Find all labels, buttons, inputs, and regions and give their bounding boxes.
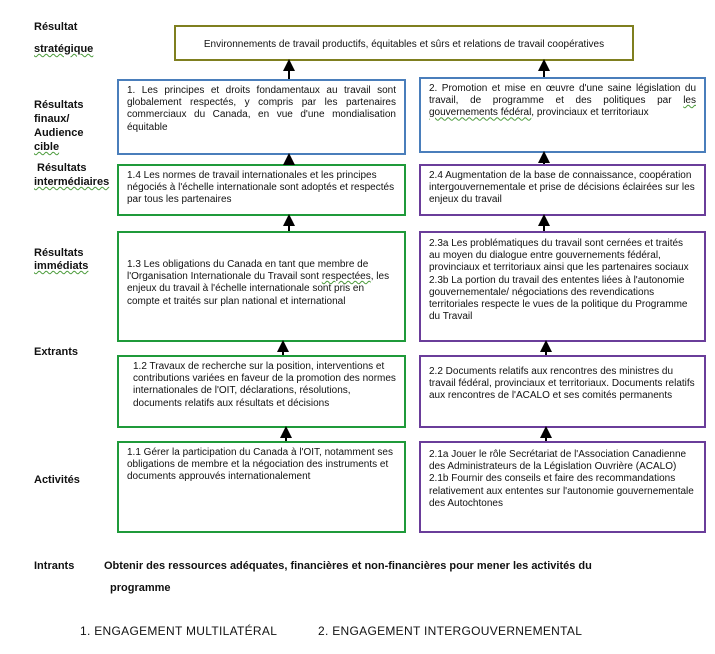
box-strategic-text: Environnements de travail productifs, éq… (203, 39, 605, 50)
label-intermediate-line2: intermédiaires (34, 176, 110, 188)
label-final-line1: Résultats (34, 99, 84, 111)
footer-multilateral: 1. ENGAGEMENT MULTILATÉRAL (80, 624, 278, 638)
box-final-outcome-1: 1. Les principes et droits fondamentaux … (117, 79, 406, 155)
box-activity-1-1-text: 1.1 Gérer la participation du Canada à l… (127, 447, 393, 483)
box-immediate-2-3b-text: 2.3b La portion du travail des ententes … (429, 274, 688, 323)
box-final-outcome-2: 2. Promotion et mise en œuvre d'une sain… (419, 77, 706, 153)
box-final-outcome-1-text: 1. Les principes et droits fondamentaux … (127, 85, 396, 133)
box-activity-2-1b-text: 2.1b Fournir des conseils et faire des r… (429, 473, 694, 509)
label-inputs: Intrants (34, 560, 75, 572)
label-outputs: Extrants (34, 346, 79, 358)
box-intermediate-1-4-text: 1.4 Les normes de travail internationale… (127, 170, 395, 206)
inputs-text-line1: Obtenir des ressources adéquates, financ… (104, 560, 592, 572)
box-immediate-2-3: 2.3a Les problématiques du travail sont … (419, 231, 706, 342)
box-output-1-2-text: 1.2 Travaux de recherche sur la position… (133, 361, 396, 409)
footer-intergovernmental: 2. ENGAGEMENT INTERGOUVERNEMENTAL (318, 624, 583, 638)
box-output-2-2: 2.2 Documents relatifs aux rencontres de… (419, 355, 706, 428)
label-strategic-line2: stratégique (34, 43, 94, 55)
box-immediate-1-3-text: 1.3 Les obligations du Canada en tant qu… (127, 259, 390, 307)
box-activity-1-1: 1.1 Gérer la participation du Canada à l… (117, 441, 406, 533)
box-intermediate-2-4: 2.4 Augmentation de la base de connaissa… (419, 164, 706, 216)
box-immediate-1-3: 1.3 Les obligations du Canada en tant qu… (117, 231, 406, 342)
label-immediate-line2: immédiats (34, 260, 89, 272)
label-final-line4: cible (34, 141, 60, 153)
box-immediate-2-3a-text: 2.3a Les problématiques du travail sont … (429, 238, 689, 274)
box-output-2-2-text: 2.2 Documents relatifs aux rencontres de… (429, 366, 695, 402)
box-intermediate-2-4-text: 2.4 Augmentation de la base de connaissa… (429, 170, 695, 206)
label-strategic-line1: Résultat (34, 21, 78, 33)
box-output-1-2: 1.2 Travaux de recherche sur la position… (117, 355, 406, 428)
label-final-line2: finaux/ (34, 113, 70, 125)
box-final-outcome-2-text: 2. Promotion et mise en œuvre d'une sain… (429, 83, 696, 119)
label-activities: Activités (34, 474, 80, 486)
inputs-text-line2: programme (110, 582, 171, 594)
box-activity-2-1a-text: 2.1a Jouer le rôle Secrétariat de l'Asso… (429, 449, 687, 473)
label-final-line3: Audience (34, 127, 84, 139)
box-activity-2-1: 2.1a Jouer le rôle Secrétariat de l'Asso… (419, 441, 706, 533)
box-intermediate-1-4: 1.4 Les normes de travail internationale… (117, 164, 406, 216)
box-strategic-outcome: Environnements de travail productifs, éq… (174, 25, 634, 61)
label-immediate-line1: Résultats (34, 247, 84, 259)
label-intermediate-line1: Résultats (37, 162, 87, 174)
